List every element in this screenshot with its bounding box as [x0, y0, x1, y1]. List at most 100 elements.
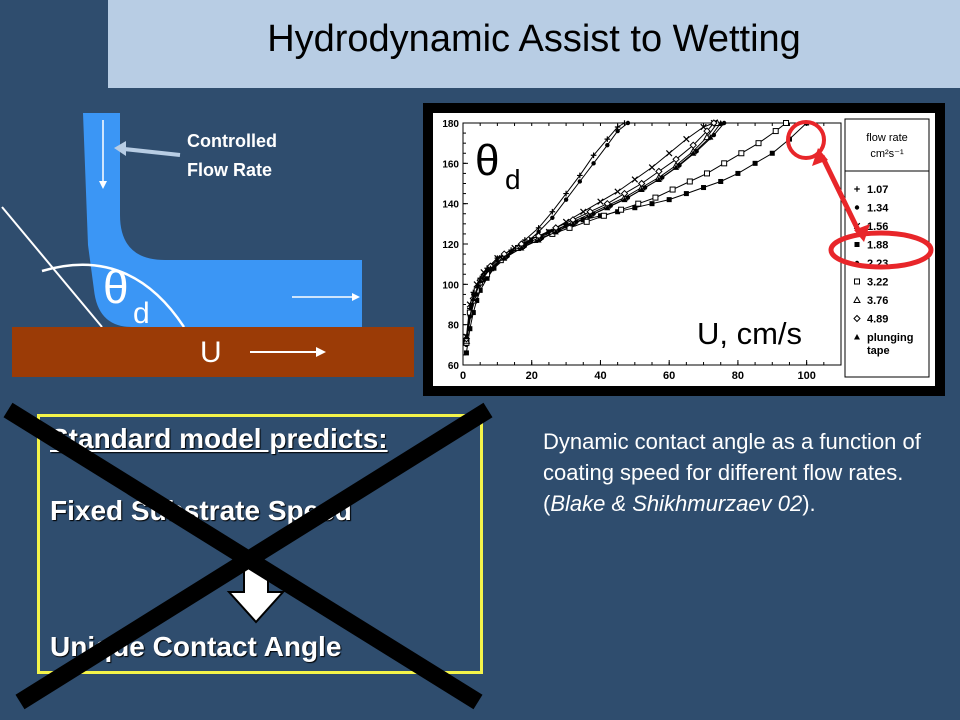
point-marker [755, 140, 762, 147]
point-marker [854, 205, 860, 210]
y-tick-label: 180 [442, 119, 459, 130]
point-marker [577, 179, 583, 184]
point-marker [853, 314, 861, 323]
substrate-arrowhead [316, 347, 326, 357]
point-marker [701, 185, 707, 191]
point-marker [721, 160, 728, 167]
point-marker [721, 120, 727, 126]
point-marker [580, 217, 586, 223]
legend-item: 3.76 [853, 295, 888, 307]
substrate-speed-label: U [200, 336, 222, 369]
flow-down-arrowhead [99, 181, 107, 189]
point-marker [772, 128, 779, 135]
point-marker [587, 212, 594, 219]
point-marker [605, 142, 610, 148]
point-marker [487, 265, 494, 271]
point-marker [710, 119, 718, 127]
point-marker [707, 134, 714, 140]
point-marker [735, 170, 741, 176]
point-marker [614, 188, 621, 195]
chart-ylabel-sub: d [505, 164, 521, 195]
angle-subscript: d [133, 297, 150, 330]
point-marker [673, 164, 680, 170]
incline-line [1, 206, 103, 328]
point-marker [853, 295, 861, 303]
point-marker [600, 212, 607, 219]
point-marker [752, 160, 758, 166]
point-marker [854, 278, 860, 285]
legend-title: flow rate [866, 132, 908, 144]
series-3-22 [463, 120, 790, 346]
point-marker [549, 208, 556, 215]
point-marker [854, 242, 860, 247]
legend-label: 3.22 [867, 277, 888, 289]
x-tick-label: 0 [460, 370, 466, 382]
point-marker [470, 295, 477, 301]
series-plunging-tape [463, 120, 724, 340]
point-marker [620, 189, 629, 198]
liquid-film [83, 113, 362, 327]
point-marker [689, 141, 697, 149]
point-marker [854, 334, 860, 340]
point-marker [546, 229, 552, 235]
series-layer [462, 118, 810, 356]
point-marker [686, 178, 693, 185]
point-marker [635, 200, 642, 207]
point-marker [632, 205, 638, 211]
point-marker [501, 255, 508, 261]
series-line [465, 122, 715, 339]
point-marker [738, 150, 745, 157]
x-tick-label: 80 [732, 370, 744, 382]
y-tick-label: 140 [442, 200, 459, 211]
point-marker [463, 350, 469, 356]
point-marker [529, 237, 535, 243]
point-marker [652, 194, 659, 201]
point-marker [535, 236, 542, 243]
point-marker [769, 150, 775, 156]
model-box-angle: Unique Contact Angle [50, 631, 342, 662]
title-bar: Hydrodynamic Assist to Wetting [108, 0, 960, 88]
legend-label: 2.23 [867, 258, 888, 270]
point-marker [536, 229, 541, 235]
y-tick-label: 120 [442, 240, 459, 251]
legend-item: 3.22 [854, 277, 888, 289]
legend-label: 1.34 [867, 203, 889, 215]
point-marker [669, 186, 676, 193]
point-marker [786, 136, 792, 142]
legend-label-cont: tape [867, 345, 890, 357]
model-box-speed: Fixed Substrate Speed [50, 495, 352, 526]
point-marker [804, 120, 810, 126]
legend-label: 4.89 [867, 314, 888, 326]
point-marker [638, 186, 645, 193]
point-marker [474, 297, 480, 303]
point-marker [470, 310, 476, 316]
point-marker [621, 196, 628, 203]
point-marker [783, 120, 790, 126]
legend-label: 3.76 [867, 295, 888, 307]
series-line [465, 122, 787, 343]
point-marker [463, 333, 470, 340]
legend-label: 1.07 [867, 184, 888, 196]
point-marker [577, 172, 583, 179]
point-marker [552, 228, 559, 235]
point-marker [477, 277, 484, 283]
point-marker [618, 206, 625, 213]
point-marker [597, 198, 604, 205]
standard-model-box: Standard model predicts: Fixed Substrate… [37, 414, 483, 674]
point-marker [703, 127, 711, 135]
point-marker [569, 220, 576, 227]
point-marker [717, 120, 724, 126]
point-marker [703, 170, 710, 177]
legend-label: 1.56 [867, 221, 888, 233]
angle-symbol: θ [103, 261, 129, 313]
description-end: ). [802, 491, 816, 516]
flow-label-line1: Controlled [187, 131, 277, 151]
model-box-heading: Standard model predicts: [50, 423, 388, 454]
point-marker [854, 260, 860, 266]
flow-pointer-arrowhead [114, 141, 126, 156]
series-line [465, 122, 725, 345]
y-tick-label: 100 [442, 280, 459, 291]
description-citation: Blake & Shikhmurzaev 02 [550, 491, 803, 516]
